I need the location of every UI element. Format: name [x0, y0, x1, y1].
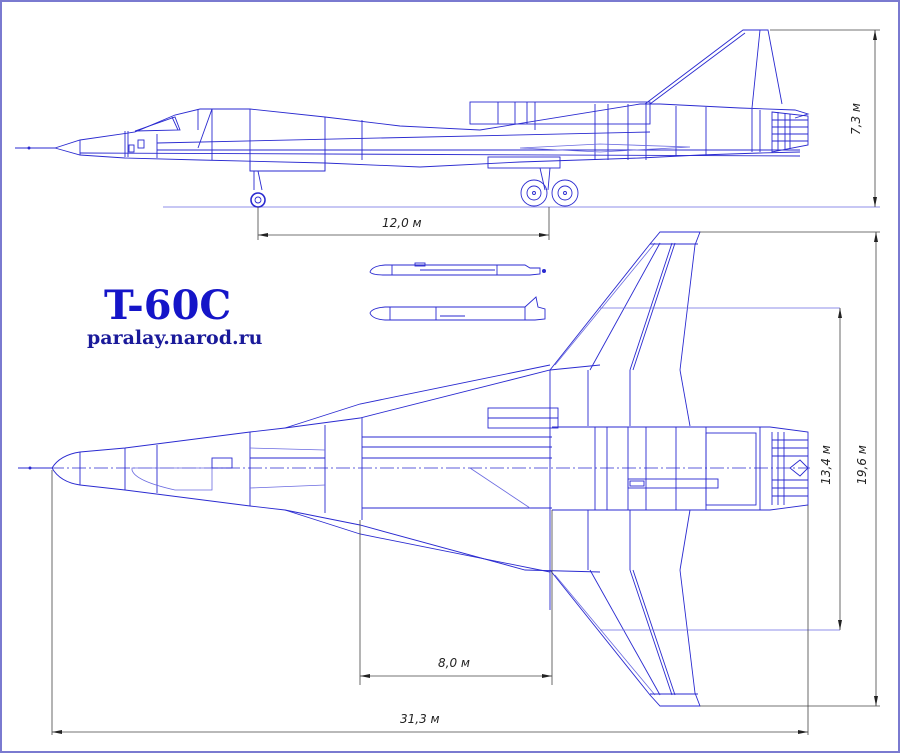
missile-side — [369, 296, 546, 321]
vertical-tail — [644, 29, 783, 105]
dimension-length — [51, 470, 809, 735]
fuselage-lower — [54, 147, 801, 168]
dimension-height — [770, 29, 880, 207]
engine-body — [552, 426, 809, 511]
length-label: 31,3 м — [400, 712, 440, 726]
engine-intake — [469, 101, 651, 125]
dimension-span-swept — [838, 308, 842, 630]
nozzles-top — [771, 432, 809, 505]
aircraft-title: T-60C — [104, 282, 232, 329]
dimension-wing-root — [359, 510, 553, 685]
dimension-span-full — [700, 231, 880, 707]
wing-right — [549, 569, 701, 707]
wheelbase-label: 12,0 м — [382, 216, 422, 230]
wing-left — [549, 231, 701, 371]
missile-top — [369, 262, 546, 276]
website-label: paralay.narod.ru — [87, 327, 263, 349]
wing-root-label: 8,0 м — [438, 656, 470, 670]
canopy — [134, 116, 181, 132]
height-label: 7,3 м — [848, 103, 863, 135]
side-view — [15, 29, 880, 240]
top-view — [18, 231, 880, 735]
engine-nozzle — [771, 111, 809, 153]
dimension-wheelbase — [257, 207, 550, 240]
main-landing-gear — [520, 167, 579, 207]
span-swept-label: 13,4 м — [818, 445, 833, 485]
nose-landing-gear — [250, 170, 266, 208]
fuselage-upper — [54, 103, 810, 149]
fuselage-upper-edge — [51, 364, 601, 469]
span-full-label: 19,6 м — [854, 445, 869, 485]
